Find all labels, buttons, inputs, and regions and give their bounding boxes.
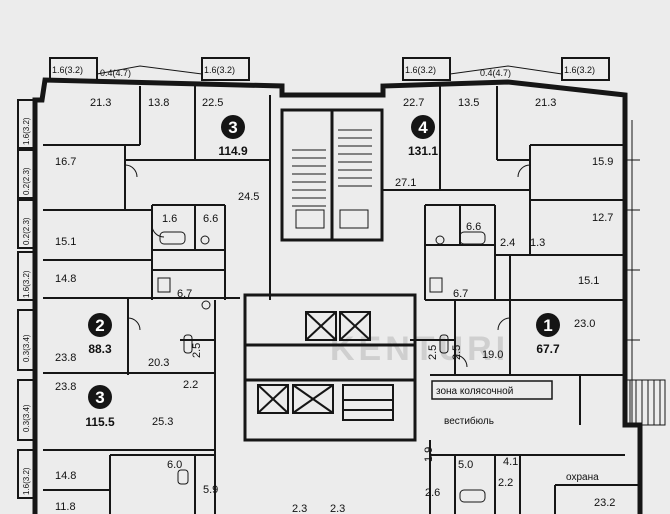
room-area: 11.8 (55, 501, 76, 513)
room-area: 6.6 (466, 221, 481, 233)
room-area: 2.3 (330, 503, 345, 514)
room-area: 6.7 (177, 288, 192, 300)
room-area: 2.5 (191, 343, 203, 358)
room-area: 13.8 (148, 97, 169, 109)
unit-rooms: 4 (418, 118, 428, 137)
room-area: 19.0 (482, 349, 503, 361)
room-area: 14.8 (55, 273, 76, 285)
room-area: 27.1 (395, 177, 416, 189)
room-area: 20.3 (148, 357, 169, 369)
unit-area: 114.9 (218, 144, 248, 158)
lobby-label: вестибюль (444, 415, 494, 427)
balcony-area: 1.6(3.2) (564, 65, 595, 75)
watermark: KENTURI (330, 330, 509, 368)
balcony-labels: 1.6(3.2) 0.4(4.7) 1.6(3.2) 1.6(3.2) 0.4(… (22, 65, 595, 495)
unit-area: 115.5 (85, 415, 115, 429)
unit-badge: 2 88.3 (88, 313, 112, 356)
balcony-area: 1.6(3.2) (204, 65, 235, 75)
room-area: 2.2 (498, 477, 513, 489)
room-area: 6.0 (167, 459, 182, 471)
room-area: 25.3 (152, 416, 173, 428)
room-area: 5.0 (458, 459, 473, 471)
room-area: 15.1 (55, 236, 76, 248)
room-area: 2.5 (451, 345, 463, 360)
room-area: 23.8 (55, 352, 76, 364)
balcony-area: 1.6(3.2) (22, 467, 31, 495)
room-area: 24.5 (238, 191, 259, 203)
walls (17, 57, 666, 514)
unit-badges: 3 114.9 4 131.1 2 88.3 1 67.7 3 115.5 (85, 115, 560, 429)
room-area: 15.9 (592, 156, 613, 168)
unit-badge: 3 115.5 (85, 385, 115, 429)
unit-area: 67.7 (536, 342, 560, 356)
room-area: 5.9 (203, 484, 218, 496)
balcony-area: 1.6(3.2) (52, 65, 83, 75)
unit-badge: 4 131.1 (408, 115, 438, 158)
room-area: 4.1 (503, 456, 518, 468)
room-area: 21.3 (535, 97, 556, 109)
unit-rooms: 3 (228, 118, 237, 137)
balcony-area: 0.2(2.3) (22, 217, 31, 245)
room-area: 1.6 (162, 213, 177, 225)
room-area: 14.8 (55, 470, 76, 482)
room-area: 2.3 (292, 503, 307, 514)
balcony-area: 1.6(3.2) (405, 65, 436, 75)
unit-badge: 1 67.7 (536, 313, 560, 356)
room-labels: 21.3 13.8 22.5 16.7 24.5 15.1 14.8 1.6 6… (55, 97, 615, 514)
signs: зона колясочной вестибюль охрана (436, 386, 599, 483)
room-area: 1.9 (423, 447, 435, 462)
room-area: 22.7 (403, 97, 424, 109)
room-area: 23.8 (55, 381, 76, 393)
balcony-area: 0.4(4.7) (100, 68, 131, 78)
unit-rooms: 3 (95, 388, 104, 407)
room-area: 22.5 (202, 97, 223, 109)
security-label: охрана (566, 472, 599, 483)
balcony-area: 0.4(4.7) (480, 68, 511, 78)
unit-area: 131.1 (408, 144, 438, 158)
room-area: 12.7 (592, 212, 613, 224)
balcony-area: 1.6(3.2) (22, 270, 31, 298)
balcony-area: 0.2(2.3) (22, 167, 31, 195)
balcony-area: 0.3(3.4) (22, 334, 31, 362)
balcony-area: 1.6(3.2) (22, 117, 31, 145)
unit-rooms: 2 (95, 316, 104, 335)
room-area: 2.5 (427, 345, 439, 360)
room-area: 2.4 (500, 237, 515, 249)
room-area: 6.7 (453, 288, 468, 300)
room-area: 2.2 (183, 379, 198, 391)
unit-area: 88.3 (88, 342, 112, 356)
room-area: 23.0 (574, 318, 595, 330)
unit-rooms: 1 (543, 316, 552, 335)
balcony-area: 0.3(3.4) (22, 404, 31, 432)
unit-badge: 3 114.9 (218, 115, 248, 158)
room-area: 1.3 (530, 237, 545, 249)
room-area: 15.1 (578, 275, 599, 287)
room-area: 23.2 (594, 497, 615, 509)
room-area: 13.5 (458, 97, 479, 109)
stroller-room-label: зона колясочной (436, 386, 513, 397)
room-area: 6.6 (203, 213, 218, 225)
room-area: 21.3 (90, 97, 111, 109)
room-area: 16.7 (55, 156, 76, 168)
room-area: 2.6 (425, 487, 440, 499)
